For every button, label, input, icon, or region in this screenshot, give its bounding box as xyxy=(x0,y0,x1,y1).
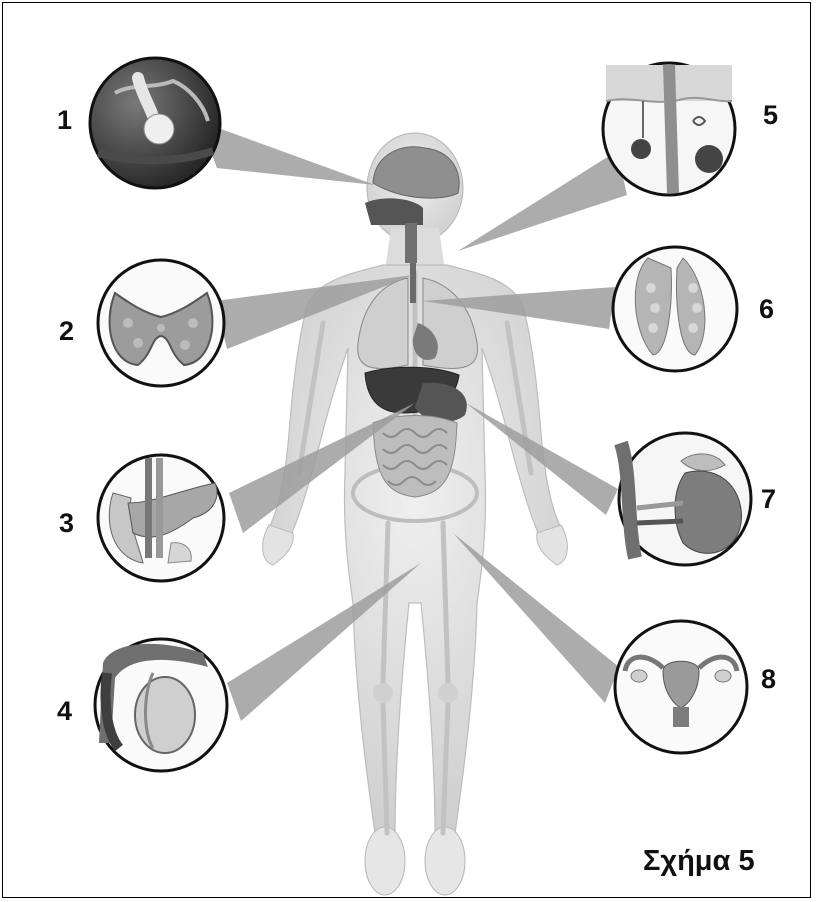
callout-number-3: 3 xyxy=(59,510,74,537)
callout-number-5: 5 xyxy=(763,102,778,129)
callout-circle-1 xyxy=(90,58,220,188)
callout-circle-7 xyxy=(619,433,751,565)
callout-number-2: 2 xyxy=(59,318,74,345)
callout-circle-2 xyxy=(98,260,224,386)
callout-circle-4 xyxy=(95,639,227,771)
callout-circle-8 xyxy=(615,621,747,753)
callout-circle-3 xyxy=(98,455,224,581)
callout-number-1: 1 xyxy=(57,107,72,134)
callout-number-8: 8 xyxy=(761,666,776,693)
human-endocrine-diagram xyxy=(3,3,811,898)
callout-number-4: 4 xyxy=(57,698,72,725)
callout-circle-6 xyxy=(613,247,737,371)
figure-caption: Σχήμα 5 xyxy=(643,845,755,878)
callout-number-7: 7 xyxy=(761,486,776,513)
callout-number-6: 6 xyxy=(759,296,774,323)
callout-circle-5 xyxy=(603,63,735,195)
